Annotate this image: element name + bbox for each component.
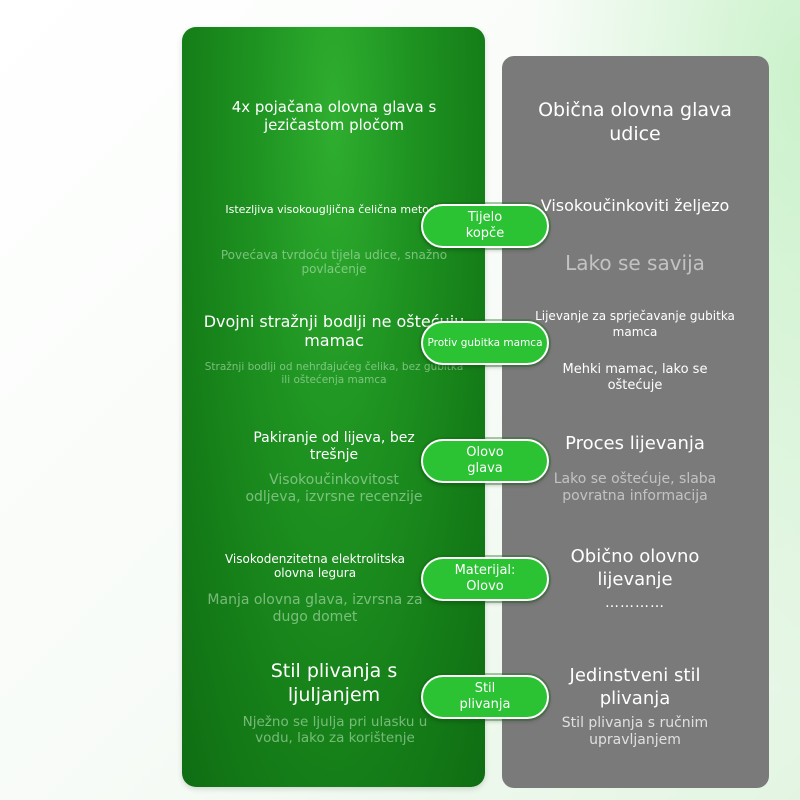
row1-left-description: Povećava tvrdoću tijela udice, snažno po… [220, 248, 448, 277]
row4-category-pill: Materijal: Olovo [421, 557, 549, 601]
row2-left-description: Stražnji bodlji od nehrđajućeg čelika, b… [204, 361, 464, 386]
row5-right-description: Stil plivanja s ručnim upravljanjem [561, 715, 709, 748]
row2-left-heading: Dvojni stražnji bodlji ne oštećuju mamac [203, 312, 465, 351]
row3-right-description: Lako se oštećuje, slaba povratna informa… [553, 471, 717, 504]
row1-right-description: Lako se savija [565, 251, 705, 275]
row2-right-heading: Lijevanje za sprječavanje gubitka mamca [535, 309, 735, 339]
row3-category-label: Olovo glava [466, 445, 504, 476]
row5-category-pill: Stil plivanja [421, 675, 549, 719]
ordinary-column-title: Obična olovna glava udice [538, 99, 732, 145]
row5-left-heading: Stil plivanja s ljuljanjem [270, 660, 398, 706]
row5-left-description: Nježno se ljulja pri ulasku u vodu, lako… [242, 714, 428, 747]
row1-right-heading: Visokoučinkoviti željezo [540, 196, 730, 215]
row2-right-description: Mehki mamac, lako se oštećuje [562, 362, 708, 393]
enhanced-column-title: 4x pojačana olovna glava s jezičastom pl… [231, 98, 437, 134]
row3-left-heading: Pakiranje od lijeva, bez trešnje [253, 430, 415, 463]
row3-category-pill: Olovo glava [421, 439, 549, 483]
row5-right-heading: Jedinstveni stil plivanja [569, 665, 701, 709]
row4-right-description: ………… [605, 595, 665, 611]
row4-right-heading: Obično olovno lijevanje [570, 546, 700, 591]
row3-left-description: Visokoučinkovitost odljeva, izvrsne rece… [245, 472, 423, 505]
row1-category-pill: Tijelo kopče [421, 204, 549, 248]
row1-left-heading: Istezljiva visokougljična čelična metoda [225, 203, 443, 216]
row5-category-label: Stil plivanja [459, 681, 511, 712]
row4-left-description: Manja olovna glava, izvrsna za dugo dome… [207, 592, 423, 625]
row4-left-heading: Visokodenzitetna elektrolitska olovna le… [224, 552, 406, 581]
ordinary-lead-head-panel [502, 56, 769, 788]
row2-category-label: Protiv gubitka mamca [427, 336, 543, 349]
row4-category-label: Materijal: Olovo [454, 563, 516, 594]
enhanced-lead-head-panel [182, 27, 485, 787]
row2-category-pill: Protiv gubitka mamca [421, 321, 549, 365]
row1-category-label: Tijelo kopče [465, 210, 505, 241]
row3-right-heading: Proces lijevanja [565, 433, 705, 454]
